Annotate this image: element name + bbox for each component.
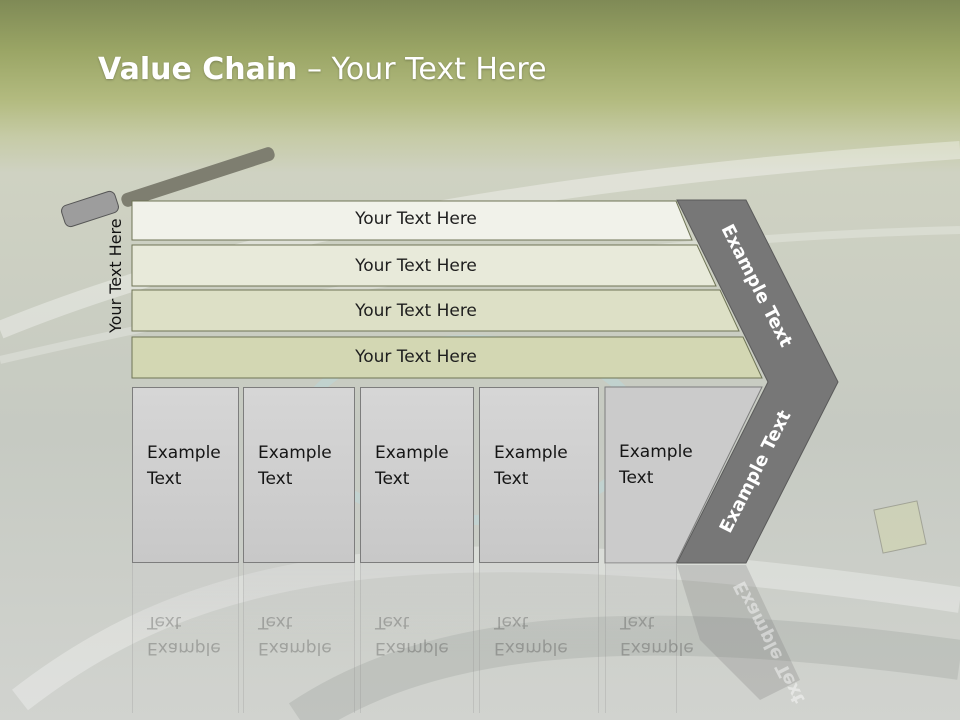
box-3-line-2: Text [375, 469, 410, 489]
row-label-2: Your Text Here [355, 256, 477, 276]
row-label-3: Your Text Here [355, 301, 477, 321]
title-bold: Value Chain [98, 52, 298, 87]
box-reflection-5: Example Text [605, 563, 694, 713]
box-4-line-1: Example [494, 443, 568, 463]
reflection-1-line-2: Text [147, 612, 182, 632]
reflection-1-line-1: Example [147, 638, 221, 658]
box-reflection-4: Example Text [479, 563, 599, 713]
row-bar-1 [131, 200, 693, 241]
box-reflection-3: Example Text [360, 563, 474, 713]
chevron-arrow [676, 199, 839, 564]
row-label-4: Your Text Here [355, 347, 477, 367]
box-2-line-2: Text [258, 469, 293, 489]
box-5-arrow-edge [604, 386, 763, 564]
reflection-4-line-1: Example [494, 638, 568, 658]
box-1-line-2: Text [147, 469, 182, 489]
chevron-reflection [677, 565, 800, 700]
title-rest: – Your Text Here [297, 52, 547, 87]
reflection-3-line-1: Example [375, 638, 449, 658]
reflection-4-line-2: Text [494, 612, 529, 632]
reflection-5-line-2: Text [620, 612, 655, 632]
reflection-3-line-2: Text [375, 612, 410, 632]
slide-title: Value Chain – Your Text Here [98, 52, 547, 87]
box-5-line-2: Text [619, 468, 654, 488]
row-bar-2 [131, 244, 717, 287]
row-bar-3 [131, 289, 740, 332]
reflection-2-line-1: Example [258, 638, 332, 658]
box-4-line-2: Text [494, 469, 529, 489]
reflection-2-line-2: Text [258, 612, 293, 632]
row-bar-4 [131, 336, 763, 379]
reflection-5-line-1: Example [620, 638, 694, 658]
box-1-line-1: Example [147, 443, 221, 463]
box-5-line-1: Example [619, 442, 693, 462]
row-label-1: Your Text Here [355, 209, 477, 229]
box-3-line-1: Example [375, 443, 449, 463]
box-2-line-1: Example [258, 443, 332, 463]
box-reflection-1: Example Text [132, 563, 239, 713]
box-reflection-2: Example Text [243, 563, 355, 713]
